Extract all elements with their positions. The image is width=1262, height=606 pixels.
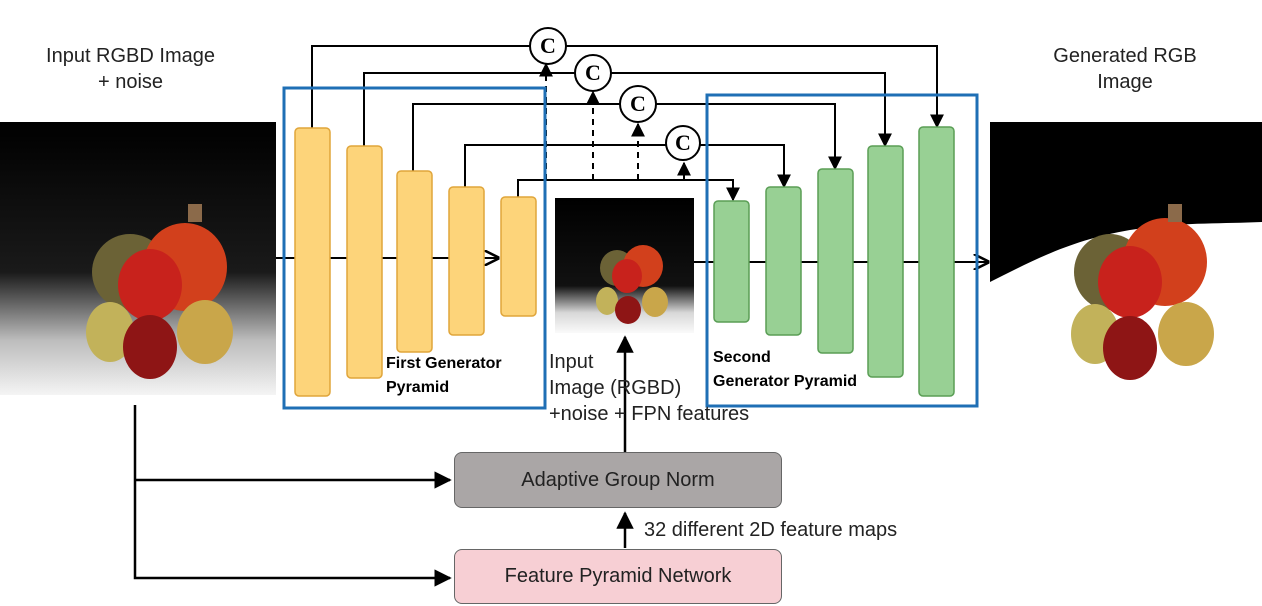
- concat-node: [574, 54, 612, 92]
- adaptive-group-norm-box: Adaptive Group Norm: [454, 452, 782, 508]
- decoder-bar: [867, 145, 904, 378]
- encoder-bar: [294, 127, 331, 397]
- encoder-bar: [448, 186, 485, 336]
- concat-symbol: C: [630, 91, 646, 116]
- concat-node: [529, 27, 567, 65]
- middle-input-image: [555, 198, 694, 333]
- concat-symbol: C: [585, 60, 601, 85]
- output-image-label: Generated RGB Image: [1053, 45, 1197, 93]
- concat-node: [619, 85, 657, 123]
- first-generator-bars: [294, 127, 537, 397]
- feature-maps-label: 32 different 2D feature maps: [644, 519, 898, 541]
- concat-symbol: C: [675, 130, 691, 155]
- first-pyramid-frame: [282, 86, 547, 410]
- second-pyramid-frame: [705, 93, 979, 408]
- input-image-label: Input RGBD Image + noise: [46, 45, 215, 93]
- second-pyramid-label: Second Generator Pyramid: [713, 349, 858, 390]
- skip-connections: [311, 45, 944, 202]
- decoder-bar: [713, 200, 750, 323]
- dashed-feature-links: [539, 62, 691, 180]
- concat-nodes: C C C C: [529, 27, 701, 161]
- lower-connections: [133, 335, 634, 587]
- concat-node: [665, 125, 701, 161]
- first-pyramid-label: First Generator Pyramid: [386, 355, 502, 396]
- generated-rgb-image: [990, 122, 1262, 395]
- decoder-bar: [918, 126, 955, 397]
- input-rgbd-image: [0, 122, 276, 395]
- feature-pyramid-network-box: Feature Pyramid Network: [454, 549, 782, 604]
- decoder-bar: [765, 186, 802, 336]
- middle-input-label: Input Image (RGBD) +noise + FPN features: [549, 351, 750, 425]
- encoder-bar: [346, 145, 383, 379]
- encoder-bar: [500, 196, 537, 317]
- concat-symbol: C: [540, 33, 556, 58]
- second-generator-bars: [713, 126, 955, 397]
- decoder-bar: [817, 168, 854, 354]
- encoder-bar: [396, 170, 433, 353]
